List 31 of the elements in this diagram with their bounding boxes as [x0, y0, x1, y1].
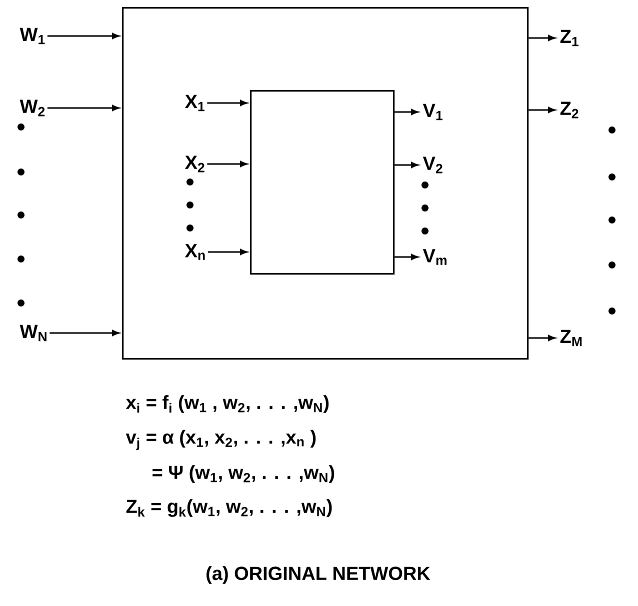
arrow — [208, 249, 248, 255]
arrow — [528, 35, 556, 41]
arrow — [394, 109, 418, 115]
arrow — [394, 162, 418, 168]
arrow — [528, 107, 556, 113]
arrow — [207, 161, 248, 167]
equation: Z$_{k}$ = g$_{k}$(w$_{1}$, w$_{2}$, . . . ,w$_{N}$) — [126, 499, 332, 517]
signal-label: X$_{1}$ — [184, 94, 204, 112]
signal-label: Z$_{2}$ — [560, 102, 578, 118]
signal-label: V$_{1}$ — [422, 104, 442, 120]
signal-label: V$_{m}$ — [422, 249, 446, 265]
equation: = Ψ (w$_{1}$, w$_{2}$, . . . ,w$_{N}$) — [152, 465, 334, 483]
arrow — [50, 330, 120, 336]
signal-label: V$_{2}$ — [422, 156, 442, 174]
arrow — [47, 33, 120, 39]
signal-label: Z$_{1}$ — [560, 30, 578, 46]
signal-label: W$_{2}$ — [20, 100, 45, 116]
caption: (a) ORIGINAL NETWORK — [206, 566, 430, 584]
signal-label: W$_{1}$ — [20, 28, 45, 44]
signal-label: X$_{2}$ — [184, 156, 204, 172]
signal-label: X$_{n}$ — [184, 244, 205, 260]
equation: v$_{j}$ = α (x$_{1}$, x$_{2}$, . . . ,x$_{n}$ ) — [126, 430, 316, 450]
signal-label: Z$_{M}$ — [560, 330, 582, 346]
signal-label: W$_{N}$ — [20, 324, 46, 342]
arrow — [47, 105, 120, 111]
arrow — [528, 335, 556, 341]
block-box — [250, 90, 395, 275]
arrow — [207, 100, 248, 106]
arrow — [394, 254, 418, 260]
block-box — [122, 7, 529, 360]
equation: x$_{i}$ = f$_{i}$ (w$_{1}$ , w$_{2}$, . . . ,w$_{N}$) — [126, 395, 329, 413]
